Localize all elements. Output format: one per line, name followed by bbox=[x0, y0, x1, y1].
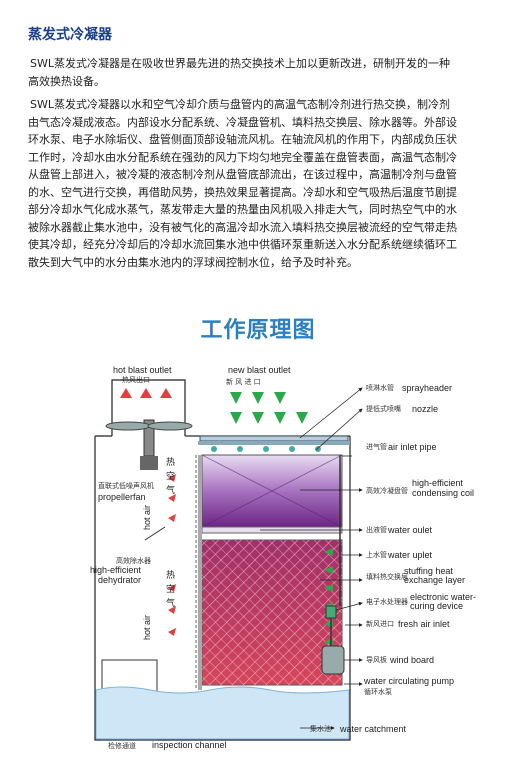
paragraph-line: 由气态冷凝成液态。内部设水分配系统、冷凝盘管机、填料热交换层、除水器等。外部设 bbox=[28, 115, 457, 129]
callout-lines bbox=[144, 387, 363, 730]
label-hot-air-lower: hot air bbox=[142, 615, 152, 640]
label-sprayheader-cn: 喷淋水管 bbox=[366, 383, 394, 392]
label-wind-board-cn: 导风板 bbox=[366, 655, 387, 664]
paragraph-line: 散失到大气中的水分由集水池内的浮球阀控制水位，给予及时补充。 bbox=[28, 255, 358, 269]
label-propeller-cn: 直联式低噪声风机 bbox=[98, 481, 154, 490]
label-inspection-cn: 检修通道 bbox=[108, 741, 136, 750]
water-basin bbox=[95, 686, 350, 740]
paragraph-line: SWL蒸发式冷凝器以水和空气冷却介质与盘管内的高温气态制冷剂进行热交换，制冷剂 bbox=[30, 98, 450, 111]
stuffing-layer bbox=[201, 539, 343, 686]
fresh-air-arrows-top bbox=[230, 392, 308, 424]
label-electronic-cn: 电子水处理器 bbox=[366, 597, 408, 606]
label-water-outlet: water oulet bbox=[387, 525, 433, 535]
nozzles bbox=[211, 446, 321, 452]
circulation-pump bbox=[321, 455, 345, 675]
label-fresh-air-inlet-cn: 新风进口 bbox=[366, 619, 394, 628]
paragraph-line: 使其冷却，经充分冷却后的冷却水流回集水池中供循环泵重新送入水分配系统继续循环工 bbox=[28, 238, 457, 251]
label-dehydrator-cn: 高效除水器 bbox=[116, 556, 151, 565]
label-pump: water circulating pump bbox=[363, 676, 454, 686]
label-air-inlet-pipe-cn: 进气管 bbox=[366, 442, 387, 451]
label-propeller: propellerfan bbox=[98, 492, 146, 502]
label-wind-board: wind board bbox=[389, 655, 434, 665]
label-stuffing-cn: 填料热交换层 bbox=[366, 572, 408, 581]
label-water-uplet: water uplet bbox=[387, 550, 433, 560]
spray-header bbox=[198, 435, 350, 445]
label-pump-cn: 循环水泵 bbox=[364, 687, 392, 696]
label-hot-blast-outlet: hot blast outlet bbox=[113, 365, 172, 375]
label-nozzle: nozzle bbox=[412, 404, 438, 414]
label-nozzle-cn: 提低式喷嘴 bbox=[366, 404, 401, 413]
label-water-uplet-cn: 上水管 bbox=[366, 550, 387, 559]
label-hot-air-cn-upper: 热空气 bbox=[166, 456, 175, 496]
paragraph-line: 高效换热设备。 bbox=[28, 74, 105, 88]
paragraph-line: 环水泵、电子水除垢仪、盘管侧面顶部设轴流风机。在轴流风机的作用下，内部成负压状 bbox=[28, 133, 457, 146]
label-catchment-cn: 集水池 bbox=[310, 724, 331, 733]
paragraph-line: 部分冷却水气化成水蒸气，蒸发带走大量的热量由风机吸入排走大气，同时热空气中的水 bbox=[28, 203, 457, 216]
label-condensing-coil-cn: 高效冷凝盘管 bbox=[366, 486, 408, 495]
propeller-fan bbox=[105, 419, 193, 470]
label-electronic: electronic water-curing device bbox=[410, 592, 476, 611]
page-title: 蒸发式冷凝器 bbox=[28, 27, 112, 43]
label-water-outlet-cn: 出液管 bbox=[366, 525, 387, 534]
hot-blast-arrows bbox=[120, 388, 172, 398]
label-catchment: water catchment bbox=[339, 724, 407, 734]
label-air-inlet-pipe: air inlet pipe bbox=[388, 442, 437, 452]
label-sprayheader: sprayheader bbox=[402, 383, 452, 393]
dehydrator bbox=[195, 455, 202, 690]
label-new-blast-outlet: new blast outlet bbox=[228, 365, 291, 375]
label-hot-air-upper: hot air bbox=[142, 505, 152, 530]
diagram-title: 工作原理图 bbox=[200, 318, 316, 343]
label-fresh-air-inlet: fresh air inlet bbox=[398, 619, 450, 629]
hot-air-arrows bbox=[168, 474, 176, 636]
condensing-coil bbox=[201, 454, 343, 534]
label-new-blast-outlet-cn: 新 风 进 口 bbox=[226, 377, 261, 386]
paragraph-line: 工作时，冷却水由水分配系统在强劲的风力下均匀地完全覆盖在盘管表面，高温气态制冷 bbox=[28, 150, 457, 164]
paragraph-line: 的水、空气进行交换，再借助风势，换热效果显著提高。冷却水和空气吸热后温度节剧提 bbox=[28, 185, 457, 199]
label-hot-air-cn-lower: 热空气 bbox=[166, 569, 175, 609]
paragraph-line: 被除水器截止集水池中，没有被气化的高温冷却水流入填料热交换层被流经的空气带走热 bbox=[28, 220, 457, 234]
paragraph-line: 从盘管上部进入，被冷凝的液态制冷剂从盘管底部流出，在该过程中，高温制冷剂与盘管 bbox=[28, 168, 457, 181]
label-inspection: inspection channel bbox=[152, 740, 227, 750]
paragraph-line: SWL蒸发式冷凝器是在吸收世界最先进的热交换技术上加以更新改进，研制开发的一种 bbox=[30, 57, 450, 70]
label-hot-blast-outlet-cn: 热风出口 bbox=[122, 375, 150, 384]
